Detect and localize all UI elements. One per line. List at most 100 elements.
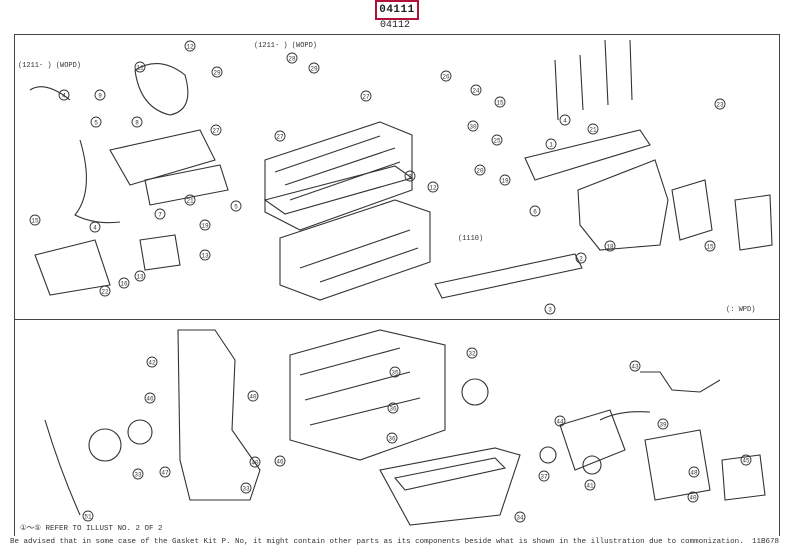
- tag-wpd-label: (: WPD): [726, 306, 756, 314]
- callout-45: 45: [740, 454, 752, 466]
- callout-number: 15: [496, 100, 504, 107]
- intake-manifold-gasket: [524, 129, 651, 181]
- callout-number: 37: [540, 474, 548, 481]
- callout-number: 11: [136, 65, 144, 72]
- thermostat-housing: [644, 429, 711, 501]
- callout-number: 13: [201, 253, 209, 260]
- callout-number: 6: [533, 209, 537, 216]
- engine-block-upper-part: [279, 199, 431, 301]
- tag-1110-label: (1110): [458, 235, 484, 243]
- callout-number: 32: [468, 351, 476, 358]
- exhaust-manifold: [109, 129, 216, 186]
- callout-26: 26: [440, 70, 452, 82]
- callout-number: 27: [212, 128, 220, 135]
- callout-number: 19: [501, 178, 509, 185]
- oil-dipstick: [44, 419, 81, 516]
- exhaust-manifold-gasket: [144, 164, 229, 206]
- callout-number: 3: [548, 307, 552, 314]
- callout-2: 22: [404, 170, 587, 264]
- callout-11: 11: [134, 61, 146, 73]
- callout-20: 20: [474, 164, 486, 176]
- callout-4: 444: [58, 89, 571, 233]
- egr-valve: [734, 194, 773, 251]
- callout-number: 46: [146, 396, 154, 403]
- callout-47: 47: [159, 466, 171, 478]
- callout-number: 22: [101, 289, 109, 296]
- lower-illustration-frame: [14, 320, 780, 536]
- oil-cooler: [721, 454, 766, 501]
- callout-legend: ①～⑤ REFER TO ILLUST NO. 2 OF 2: [20, 525, 163, 533]
- callout-number: 13: [136, 274, 144, 281]
- callout-number: 4: [93, 225, 97, 232]
- callout-number: 25: [493, 138, 501, 145]
- commonization-notice: Be advised that in some case of the Gask…: [10, 538, 744, 546]
- turbocharger: [134, 63, 189, 116]
- cylinder-head-part: [264, 121, 413, 231]
- callout-9: 9: [94, 89, 106, 101]
- callout-number: 12: [429, 185, 437, 192]
- callout-number: 36: [389, 406, 397, 413]
- callout-number: 43: [631, 364, 639, 371]
- callout-number: 5: [94, 120, 98, 127]
- callout-27: 27 27 27: [210, 90, 372, 142]
- callout-43: 43: [629, 360, 641, 372]
- throttle-body: [671, 179, 713, 241]
- callout-number: 5: [234, 204, 238, 211]
- callout-number: 29: [213, 70, 221, 77]
- callout-number: 34: [516, 515, 524, 522]
- callout-6: 6: [529, 205, 541, 217]
- callout-number: 40: [689, 495, 697, 502]
- callout-number: 4: [62, 93, 66, 100]
- callout-number: 46: [276, 459, 284, 466]
- cylinder-block: [289, 329, 446, 461]
- callout-42: 42: [146, 356, 158, 368]
- callout-number: 27: [276, 134, 284, 141]
- water-inlet-housing: [559, 409, 626, 471]
- part-number-box[interactable]: 04111: [375, 0, 419, 20]
- callout-29: 29 29: [211, 62, 320, 78]
- callout-18: 18: [604, 240, 616, 252]
- callout-number: 26: [442, 74, 450, 81]
- callout-number: 45: [742, 458, 750, 465]
- callout-number: 15: [706, 244, 714, 251]
- callout-number: 21: [186, 198, 194, 205]
- callout-number: 42: [148, 360, 156, 367]
- callout-number: 20: [476, 168, 484, 175]
- callout-number: 1: [549, 142, 553, 149]
- callout-22: 22: [99, 285, 111, 297]
- callout-3: 3: [544, 303, 556, 315]
- callout-44: 44: [554, 415, 566, 427]
- callout-number: 9: [98, 93, 102, 100]
- rear-oil-seal: [461, 378, 489, 406]
- callout-37: 37: [538, 470, 550, 482]
- water-pipe: [640, 371, 721, 393]
- callout-number: 2: [408, 174, 412, 181]
- timing-cover: [177, 329, 261, 501]
- callout-number: 27: [362, 94, 370, 101]
- callout-number: 29: [310, 66, 318, 73]
- callout-25: 25: [491, 134, 503, 146]
- callout-number: 40: [251, 460, 259, 467]
- callout-number: 51: [84, 514, 92, 521]
- head-gasket: [434, 253, 583, 299]
- oil-pan: [379, 447, 521, 526]
- callout-34: 34: [514, 511, 526, 523]
- callout-number: 23: [716, 102, 724, 109]
- callout-28: 28: [286, 52, 298, 64]
- callout-48: 48: [688, 466, 700, 478]
- engine-code-label-center: (1211- ) (WOPD): [254, 42, 318, 50]
- callout-30: 30: [467, 120, 479, 132]
- callout-number: 33: [134, 472, 142, 479]
- callout-number: 18: [606, 244, 614, 251]
- callout-23: 23: [714, 98, 726, 110]
- illustration-code: 11B678: [752, 538, 780, 546]
- callout-51: 51: [82, 510, 94, 522]
- callout-number: 24: [472, 88, 480, 95]
- callout-35: 35: [389, 366, 401, 378]
- callout-number: 16: [120, 281, 128, 288]
